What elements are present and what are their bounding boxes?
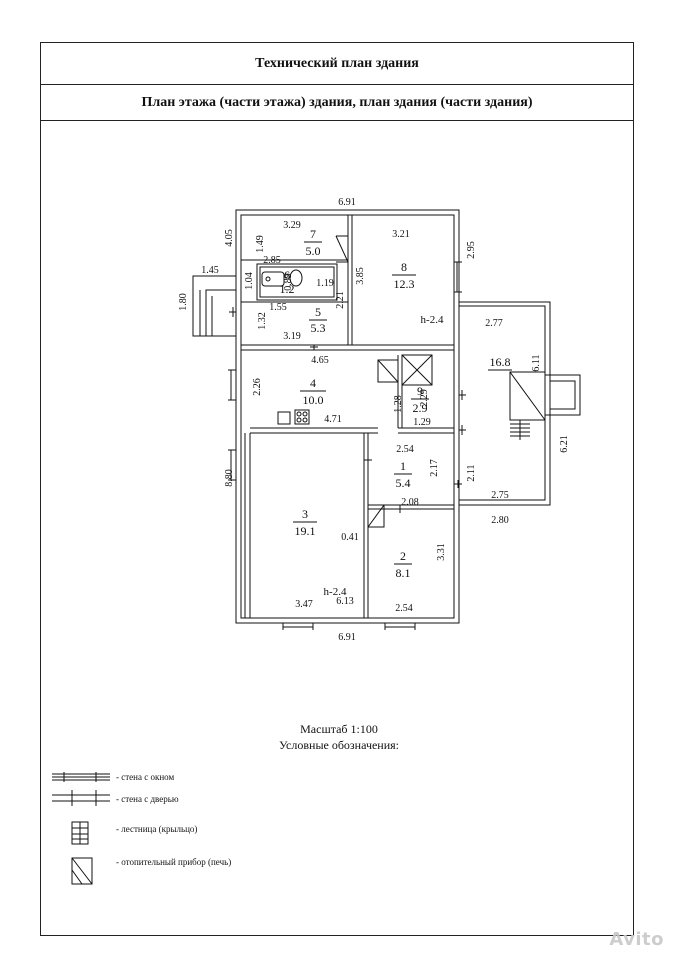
dim-door-gap: 0.41: [341, 532, 359, 543]
window-symbol: [228, 369, 236, 481]
dim-room3-w2: 6.13: [336, 596, 354, 607]
legend-stairs-label: - лестница (крыльцо): [116, 824, 198, 834]
room-5-number: 5: [315, 305, 321, 319]
dim-room5-width: 3.19: [283, 331, 301, 342]
scale-label: Масштаб 1:100: [300, 722, 378, 736]
bathtub-icon: [261, 271, 285, 287]
dim-room9-w3: 1.29: [413, 417, 431, 428]
dim-ext-bottom-inner: 2.75: [491, 490, 509, 501]
dim-room6-d3: 1.55: [269, 302, 287, 313]
drawing-frame: Технический план здания План этажа (част…: [40, 42, 634, 936]
room-6-outline: [256, 263, 338, 301]
dim-room1-bottom: 2.08: [401, 497, 419, 508]
room-6-area: 1.2: [280, 282, 295, 296]
ceiling-height-lower: h-2.4: [324, 586, 347, 598]
heater-icon: [367, 504, 385, 528]
room-6-outline: [259, 266, 335, 298]
legend-door-symbol: [52, 790, 110, 806]
room-1-area: 5.4: [396, 476, 411, 490]
dim-left-lower: 8.80: [224, 469, 235, 487]
avito-watermark: Avito: [609, 929, 664, 950]
staircase-icon: [336, 235, 349, 263]
dim-room1-width: 2.54: [396, 444, 414, 455]
legend-symbols: [52, 772, 110, 885]
dim-room4-height: 2.26: [252, 378, 263, 396]
room-3-area: 19.1: [295, 524, 316, 538]
toilet-icon: [289, 269, 303, 287]
room-3-number: 3: [302, 507, 308, 521]
dim-room1-h2: 2.11: [466, 464, 477, 481]
dim-top-width: 6.91: [338, 197, 356, 208]
dim-ext-h2: 6.21: [559, 435, 570, 453]
room-9-area: 2.9: [413, 401, 428, 415]
extension-area: 16.8: [490, 355, 511, 369]
legend-door-label: - стена с дверью: [116, 794, 179, 804]
legend-window-label: - стена с окном: [116, 772, 175, 782]
dim-room8-width: 3.21: [392, 229, 410, 240]
dimension-labels: 6.91 6.91 4.05 8.80 2.95 3.29 1.49 2.85 …: [178, 197, 570, 643]
dim-room2-height: 3.31: [436, 543, 447, 561]
shower-icon: [401, 354, 433, 386]
staircase-icon: [335, 235, 349, 263]
dim-room1-h1: 2.17: [429, 459, 440, 477]
dim-room5-height: 1.32: [257, 312, 268, 330]
dim-room3-w1: 3.47: [295, 599, 313, 610]
window-symbol: [282, 623, 416, 630]
window-symbol: [454, 261, 462, 293]
dim-room6-width: 2.85: [263, 255, 281, 266]
dim-porch-width: 1.45: [201, 265, 219, 276]
dim-bottom-width: 6.91: [338, 632, 356, 643]
dim-room6-height: 1.04: [244, 272, 255, 290]
room-4-number: 4: [310, 376, 316, 390]
dim-room6-d1: 0.89: [283, 273, 294, 291]
dim-room7-height: 1.49: [255, 235, 266, 253]
dim-porch-height: 1.80: [178, 293, 189, 311]
room-9-number: 9: [417, 384, 423, 398]
dim-ext-bottom-outer: 2.80: [491, 515, 509, 526]
plan-subtitle: План этажа (части этажа) здания, план зд…: [41, 85, 633, 121]
dim-mid-width: 4.65: [311, 355, 329, 366]
room-7-area: 5.0: [306, 244, 321, 258]
legend-window-symbol: [52, 772, 110, 782]
legend-title: Условные обозначения:: [278, 738, 400, 752]
dim-room5-side: 2.21: [335, 291, 346, 309]
dim-room4-width: 4.71: [324, 414, 342, 425]
stove-icon: [294, 409, 310, 425]
legend-stove-symbol: [71, 857, 93, 885]
dim-room6-d2: 1.19: [316, 278, 334, 289]
room-2-number: 2: [400, 549, 406, 563]
drain-icon: [265, 276, 271, 282]
dim-room7-width: 3.29: [283, 220, 301, 231]
dim-right-window: 2.95: [466, 241, 477, 259]
dim-ext-h1: 6.11: [531, 354, 542, 371]
dim-room8-height: 3.85: [355, 267, 366, 285]
room-7-number: 7: [310, 227, 316, 241]
sink-icon: [277, 411, 291, 425]
dim-room2-width: 2.54: [395, 603, 413, 614]
plan-title: Технический план здания: [41, 43, 633, 85]
legend-stairs-symbol: [71, 821, 89, 845]
room-8-number: 8: [401, 260, 407, 274]
dim-room9-w1: 1.28: [393, 395, 404, 413]
dim-room9-w2: 2.29: [419, 389, 430, 407]
room-2-area: 8.1: [396, 566, 411, 580]
room-4-area: 10.0: [303, 393, 324, 407]
dim-ext-top: 2.77: [485, 318, 503, 329]
room-labels: 7 5.0 6 1.2 5 5.3 8 12.3 4 10.0 9 2.9 1 …: [280, 227, 512, 598]
room-5-area: 5.3: [311, 321, 326, 335]
room-1-number: 1: [400, 459, 406, 473]
room-6-number: 6: [284, 268, 290, 282]
left-porch: [192, 275, 237, 337]
room-8-area: 12.3: [394, 277, 415, 291]
dim-left-upper: 4.05: [224, 229, 235, 247]
legend-stove-label: - отопительный прибор (печь): [116, 857, 232, 867]
right-extension: [459, 301, 581, 506]
ceiling-height-upper: h-2.4: [421, 314, 444, 326]
